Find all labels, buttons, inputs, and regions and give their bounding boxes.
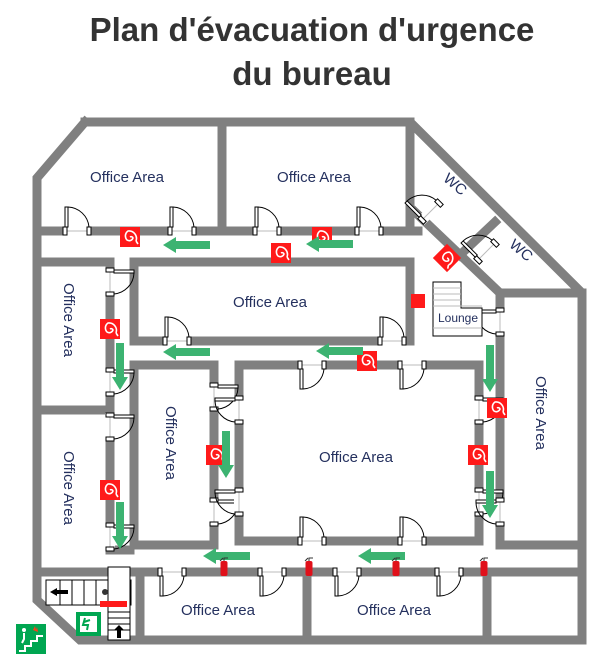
door xyxy=(257,567,287,597)
room-label: Office Area xyxy=(60,451,77,526)
door xyxy=(209,382,239,412)
lounge-sign-icon xyxy=(411,294,425,308)
door xyxy=(157,567,187,597)
page-title: Plan d'évacuation d'urgence du bureau xyxy=(0,8,600,96)
room-label: Office Area xyxy=(90,169,165,186)
lounge: Lounge xyxy=(411,281,483,337)
door xyxy=(105,412,135,442)
door xyxy=(214,395,244,425)
room-label: Office Area xyxy=(233,294,308,311)
exit-direction-sign-icon xyxy=(100,601,127,607)
stairwell xyxy=(45,566,132,641)
door xyxy=(167,206,197,236)
door xyxy=(397,360,427,390)
lounge-label: Lounge xyxy=(438,311,478,325)
title-line-2: du bureau xyxy=(232,55,392,92)
fire-hose-reel-icon xyxy=(99,318,121,340)
fire-hose-reel-icon xyxy=(467,444,489,466)
fire-extinguisher-icon xyxy=(479,557,489,577)
door xyxy=(354,206,384,236)
room-label: Office Area xyxy=(162,406,179,481)
door xyxy=(297,516,327,546)
door xyxy=(377,316,407,346)
room-label: Office Area xyxy=(532,376,549,451)
door xyxy=(62,206,92,236)
door xyxy=(214,487,244,517)
door xyxy=(460,234,500,265)
room-label: Office Area xyxy=(60,283,77,358)
fire-extinguisher-icon xyxy=(219,557,229,577)
door xyxy=(332,567,362,597)
room-label: Office Area xyxy=(357,602,432,619)
stairs-exit-icon xyxy=(16,624,46,654)
door xyxy=(162,316,192,346)
fire-hose-reel-icon xyxy=(99,479,121,501)
doors xyxy=(62,194,505,597)
door xyxy=(252,206,282,236)
room-label: Office Area xyxy=(319,449,394,466)
stairs-arrow-icon xyxy=(50,588,68,596)
door xyxy=(297,360,327,390)
fire-hose-reel-icon xyxy=(119,226,141,248)
door xyxy=(105,267,135,297)
arrow-left-icon xyxy=(163,344,210,360)
arrow-left-icon xyxy=(163,237,210,253)
title-line-1: Plan d'évacuation d'urgence xyxy=(89,11,535,48)
door xyxy=(404,194,444,225)
room-label: Office Area xyxy=(277,169,352,186)
fire-extinguisher-icon xyxy=(391,557,401,577)
fire-extinguisher-icon xyxy=(304,557,314,577)
door xyxy=(434,567,464,597)
fire-hose-reel-icon xyxy=(486,397,508,419)
door xyxy=(209,497,239,527)
fire-hose-reel-icon xyxy=(270,242,292,264)
room-label: Office Area xyxy=(181,602,256,619)
door xyxy=(397,516,427,546)
